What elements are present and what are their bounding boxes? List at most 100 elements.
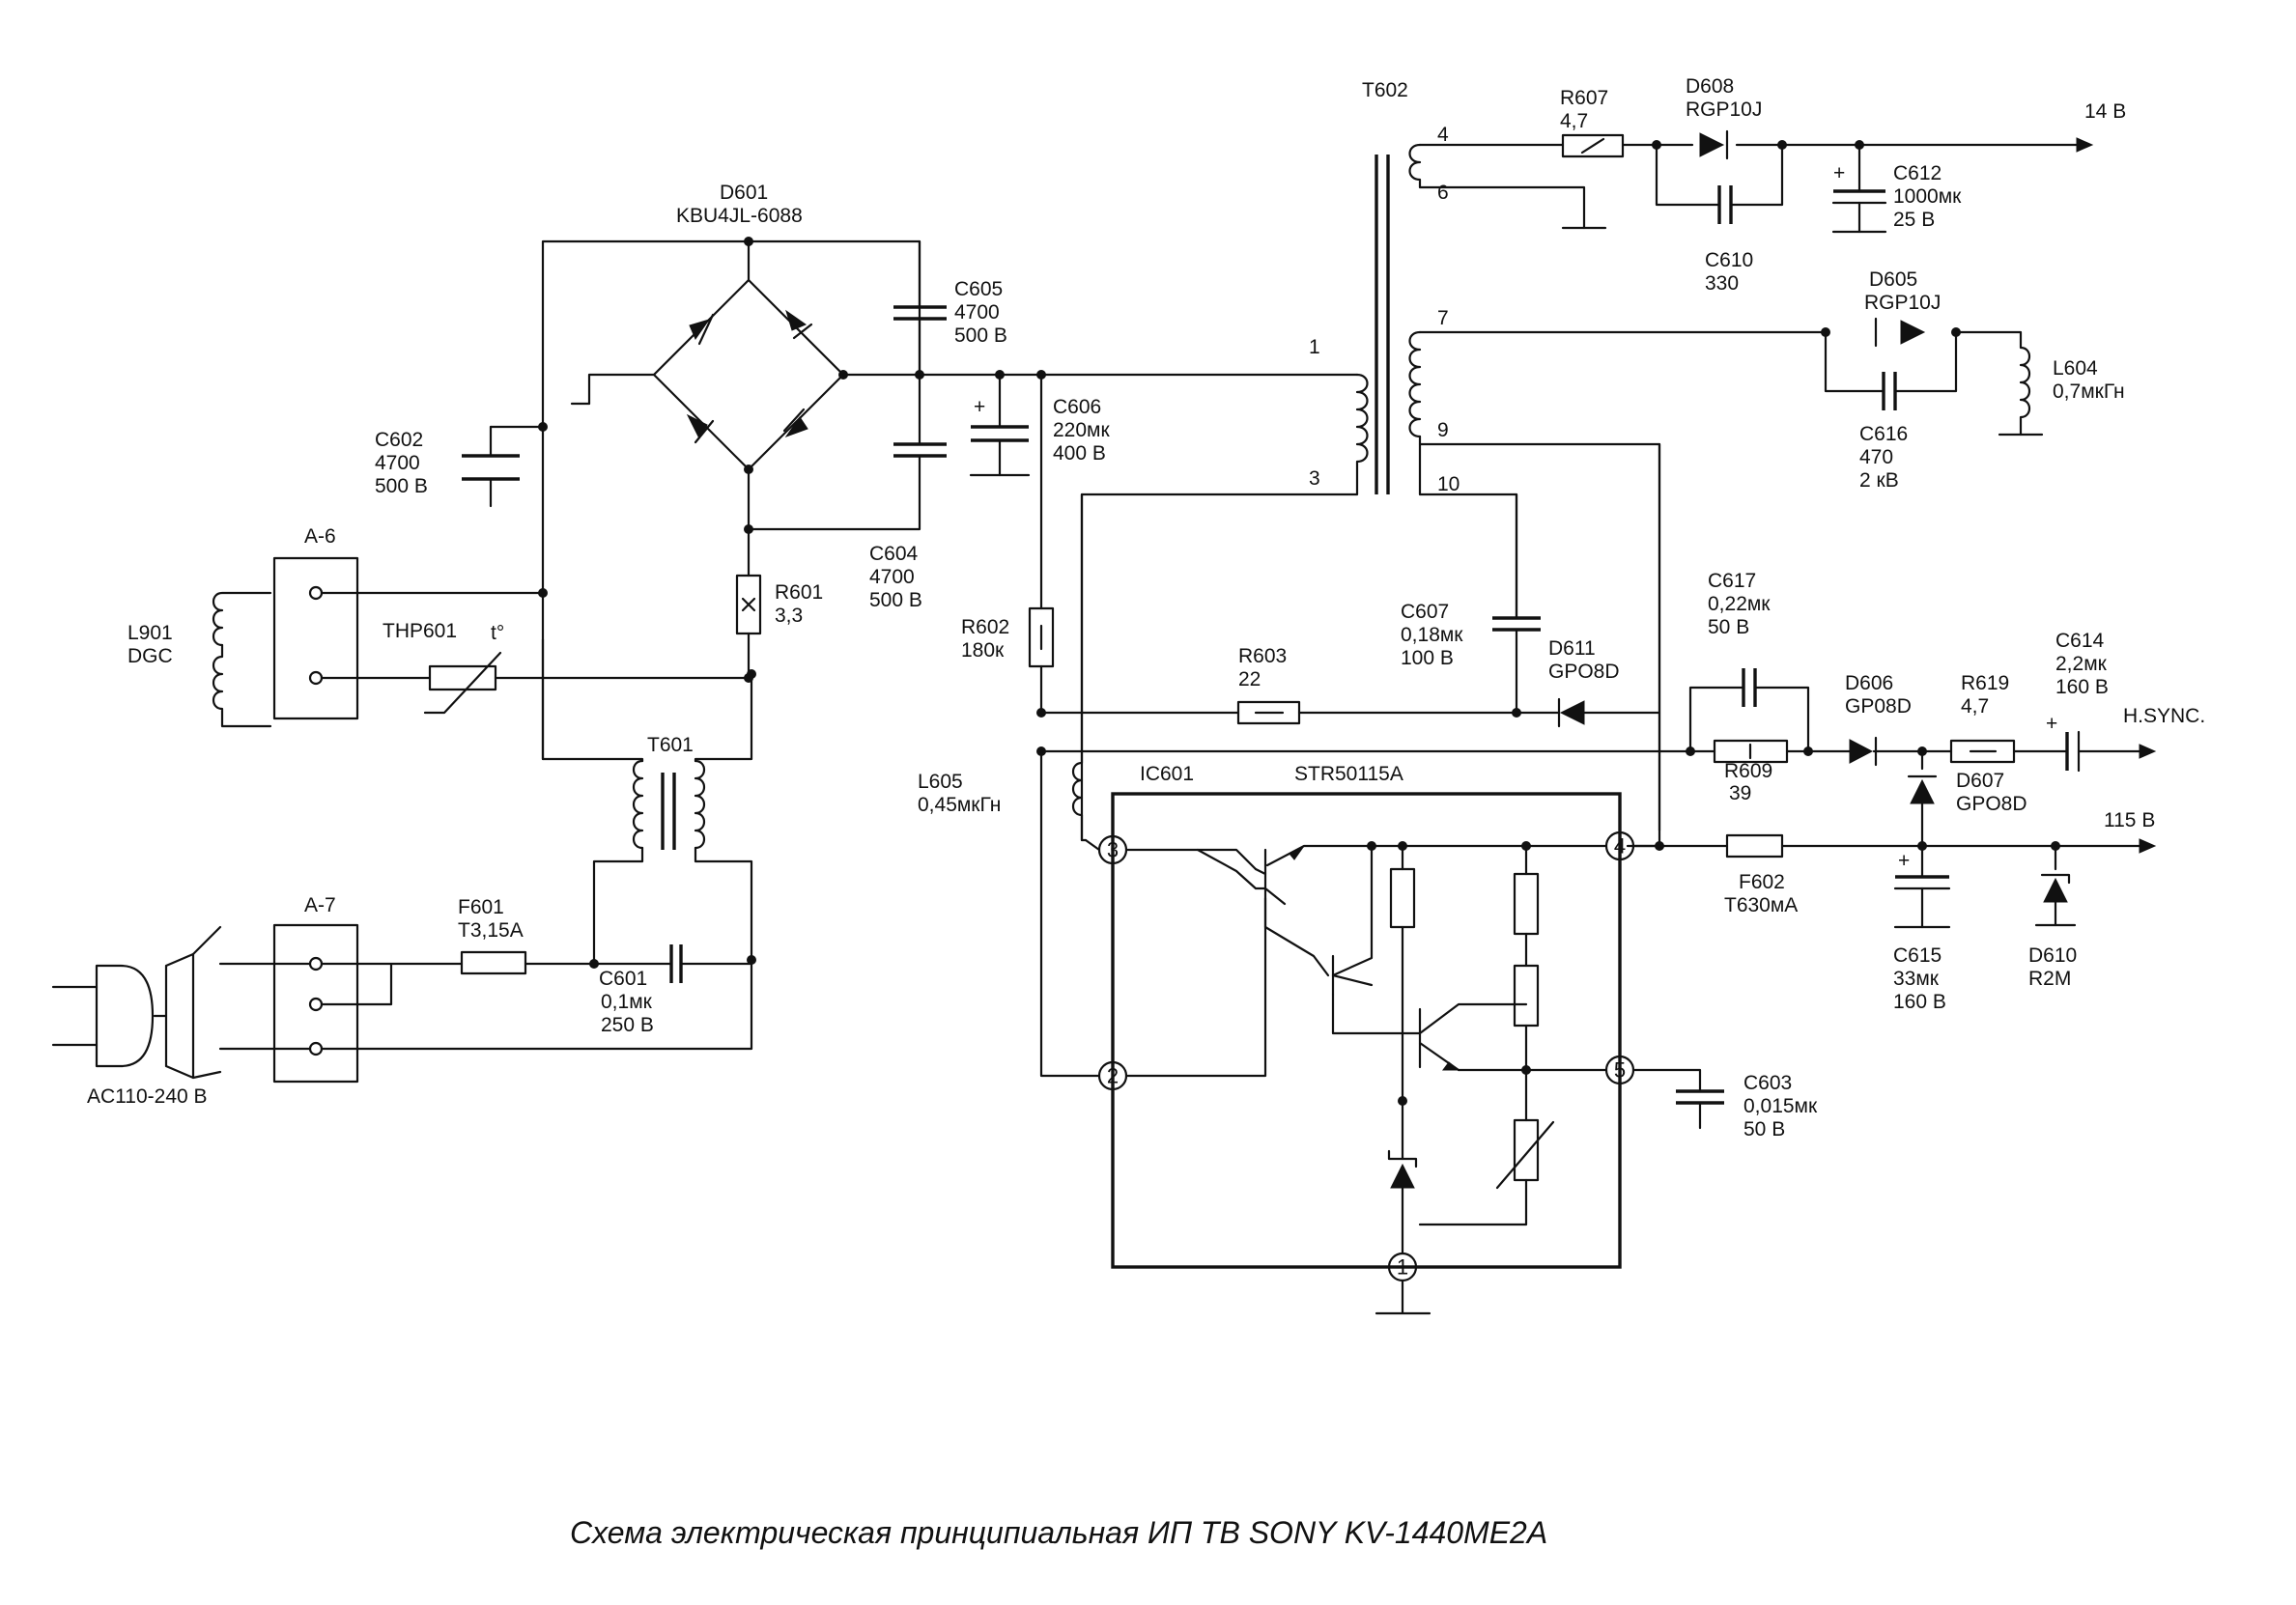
resistor-r603: [1236, 700, 1301, 725]
d610-part: R2M: [2028, 968, 2071, 990]
capacitor-c617: [1742, 668, 1757, 707]
output-14v-label: 14 В: [2084, 100, 2126, 123]
resistor-r607: [1561, 133, 1625, 158]
diode-d607: [1907, 749, 1938, 848]
d605-ref: D605: [1869, 268, 1917, 291]
resistor-r609: [1713, 739, 1789, 764]
capacitor-c603: [1631, 1068, 1724, 1130]
thermistor-thp601: [423, 651, 502, 715]
capacitor-c615: [1893, 844, 1951, 929]
d608-part: RGP10J: [1686, 99, 1762, 121]
connector-a7-label: A-7: [304, 894, 336, 916]
capacitor-c614: [2065, 730, 2081, 773]
c604-value: 4700: [869, 566, 915, 588]
ic601-internal: [1124, 844, 1608, 1255]
c601-voltage: 250 В: [601, 1014, 654, 1036]
f602-ref: F602: [1739, 871, 1785, 893]
capacitor-c606: [969, 373, 1031, 477]
choke-t601: [541, 637, 753, 966]
r601-ref: R601: [775, 581, 823, 604]
c616-voltage: 2 кВ: [1859, 469, 1899, 492]
wire-a7: [218, 958, 753, 1051]
c603-ref: C603: [1743, 1072, 1792, 1094]
f601-value: T3,15A: [458, 919, 524, 942]
ic-pin-1-label: 1: [1397, 1255, 1408, 1280]
c617-ref: C617: [1708, 570, 1756, 592]
capacitor-c612: [1831, 143, 1887, 234]
c614-plus: +: [2046, 713, 2057, 735]
c612-voltage: 25 В: [1893, 209, 1935, 231]
diode-d605: [1874, 317, 1926, 348]
f602-value: T630мА: [1724, 894, 1798, 916]
c612-plus: +: [1833, 162, 1845, 184]
c605-value: 4700: [954, 301, 1000, 324]
d611-part: GPO8D: [1548, 661, 1620, 683]
r607-ref: R607: [1560, 87, 1608, 109]
fuse-f601: [460, 950, 527, 975]
c610-value: 330: [1705, 272, 1739, 295]
c617-voltage: 50 В: [1708, 616, 1749, 638]
ac-input-label: AC110-240 В: [87, 1085, 208, 1108]
r602-ref: R602: [961, 616, 1009, 638]
connector-a6: [272, 556, 359, 720]
ic601-ref: IC601: [1140, 763, 1194, 785]
c602-voltage: 500 В: [375, 475, 428, 497]
resistor-r602: [1028, 373, 1055, 715]
c606-voltage: 400 В: [1053, 442, 1106, 465]
c604-ref: C604: [869, 543, 919, 565]
page-title: Схема электрическая принципиальная ИП ТВ…: [570, 1515, 1547, 1550]
c607-value: 0,18мк: [1401, 624, 1463, 646]
c606-value: 220мк: [1053, 419, 1110, 441]
capacitor-c602: [462, 425, 520, 508]
diode-d611: [1557, 697, 1585, 728]
c615-plus: +: [1898, 850, 1910, 872]
r601-value: 3,3: [775, 605, 803, 627]
l604-ref: L604: [2053, 357, 2098, 380]
l605-ref: L605: [918, 771, 963, 793]
output-115v-arrow: [2139, 838, 2157, 854]
c614-ref: C614: [2055, 630, 2105, 652]
connector-a6-label: A-6: [304, 525, 336, 548]
capacitor-c604: [747, 373, 947, 531]
ic601-box: [1111, 792, 1622, 1269]
c606-plus: +: [974, 396, 985, 418]
c606-ref: C606: [1053, 396, 1101, 418]
c607-ref: C607: [1401, 601, 1449, 623]
capacitor-c607: [1492, 493, 1541, 715]
c605-voltage: 500 В: [954, 324, 1007, 347]
capacitor-c601: [669, 944, 683, 983]
c602-value: 4700: [375, 452, 420, 474]
capacitor-c605: [893, 239, 947, 377]
c616-value: 470: [1859, 446, 1893, 468]
c601-ref: C601: [599, 968, 647, 990]
l901-value: DGC: [128, 645, 173, 667]
c616-ref: C616: [1859, 423, 1908, 445]
t602-pin-6: 6: [1437, 182, 1449, 204]
r603-ref: R603: [1238, 645, 1287, 667]
fuse-f602: [1725, 833, 1784, 859]
d611-ref: D611: [1548, 637, 1596, 660]
t602-pin-10: 10: [1437, 473, 1460, 495]
l605-value: 0,45мкГн: [918, 794, 1001, 816]
capacitor-c610: [1717, 185, 1733, 224]
mains-plug: [51, 925, 222, 1080]
d610-ref: D610: [2028, 944, 2077, 967]
t602-pin-7: 7: [1437, 307, 1449, 329]
r609-value: 39: [1729, 782, 1751, 804]
l604-value: 0,7мкГн: [2053, 380, 2125, 403]
c603-voltage: 50 В: [1743, 1118, 1785, 1140]
ic601-part: STR50115A: [1294, 763, 1403, 785]
t602-pin-1: 1: [1309, 336, 1320, 358]
c615-voltage: 160 В: [1893, 991, 1946, 1013]
thp601-temp: t°: [491, 622, 504, 644]
output-hsync-label: H.SYNC.: [2123, 705, 2205, 727]
r619-ref: R619: [1961, 672, 2009, 694]
c612-value: 1000мк: [1893, 185, 1962, 208]
t602-pin-4: 4: [1437, 124, 1449, 146]
capacitor-c616: [1882, 372, 1897, 410]
ic-pin-2-label: 2: [1107, 1064, 1119, 1088]
f601-ref: F601: [458, 896, 504, 918]
c601-value: 0,1мк: [601, 991, 653, 1013]
r609-ref: R609: [1724, 760, 1772, 782]
